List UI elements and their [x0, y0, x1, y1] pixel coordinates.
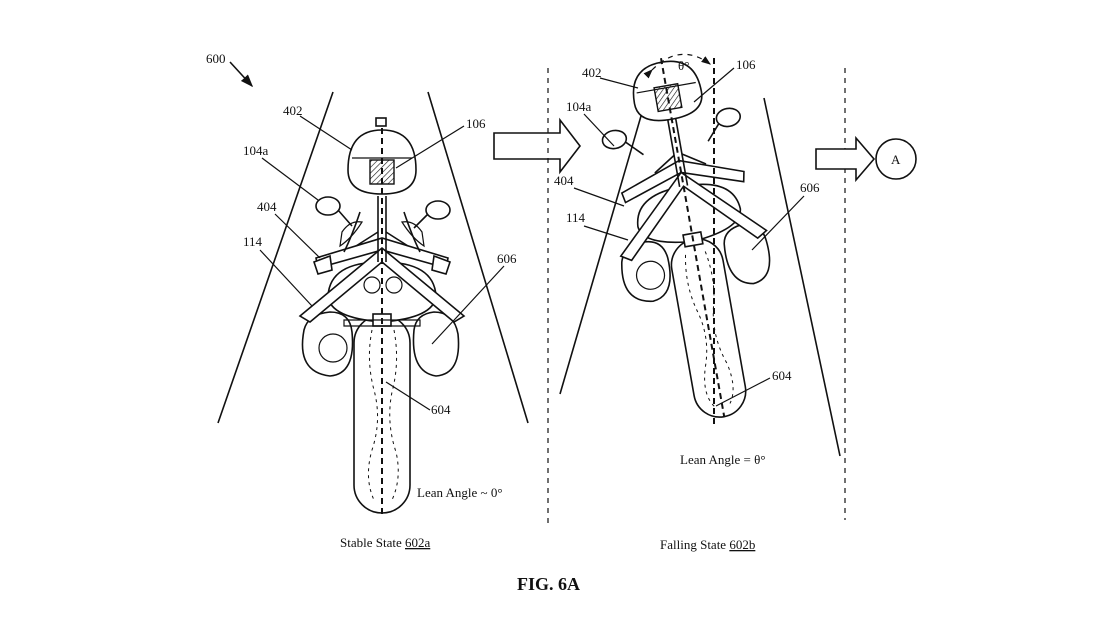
angle-symbol: θ°: [678, 58, 689, 73]
ref-604-left: 604: [431, 402, 451, 417]
lean-angle-stable: Lean Angle ~ 0°: [417, 485, 503, 500]
connector-label: A: [891, 152, 901, 167]
falling-state-panel: θ° 402 106 104a 404 114 606 604 Lean Ang…: [554, 45, 840, 552]
ref-606-left: 606: [497, 251, 517, 266]
ref-404-right: 404: [554, 173, 574, 188]
leader-606-right: [752, 196, 804, 250]
mirror-left-stem: [338, 210, 352, 226]
ref-404-left: 404: [257, 199, 277, 214]
mirror-left: [316, 197, 340, 215]
leader-104a-left: [262, 158, 318, 200]
ref-604-right: 604: [772, 368, 792, 383]
falling-state-caption: Falling State 602b: [660, 537, 755, 552]
mirror-right: [426, 201, 450, 219]
mirror-left-2: [601, 129, 628, 151]
connector-arrow: [816, 138, 874, 180]
ref-106-right: 106: [736, 57, 756, 72]
ref-104a-right: 104a: [566, 99, 592, 114]
falling-state-ref: 602b: [729, 537, 755, 552]
ref-402-left: 402: [283, 103, 303, 118]
mirror-right-2: [715, 106, 742, 128]
transition-arrow: [494, 120, 580, 172]
ref-600: 600: [206, 51, 226, 66]
ref-402-right: 402: [582, 65, 602, 80]
ref-600-arrow: [230, 62, 252, 86]
ref-114-right: 114: [566, 210, 586, 225]
ref-606-right: 606: [800, 180, 820, 195]
leader-402-left: [300, 116, 352, 150]
ref-114-left: 114: [243, 234, 263, 249]
helmet-top-light: [376, 118, 386, 126]
stable-state-caption: Stable State 602a: [340, 535, 431, 550]
leader-402-right: [600, 78, 638, 88]
stable-state-ref: 602a: [405, 535, 431, 550]
lean-angle-falling: Lean Angle = θ°: [680, 452, 766, 467]
arm-right: [402, 222, 424, 246]
ref-106-left: 106: [466, 116, 486, 131]
ref-104a-left: 104a: [243, 143, 269, 158]
leader-404-left: [275, 214, 320, 258]
figure-title: FIG. 6A: [517, 574, 580, 594]
leader-104a-right: [584, 114, 614, 146]
stable-state-panel: 402 106 104a 404 114 606 604 Lean Angle …: [218, 92, 528, 550]
sensor-box-2: [654, 84, 682, 112]
leader-404-right: [574, 188, 624, 206]
mirror-right-stem: [414, 214, 428, 228]
